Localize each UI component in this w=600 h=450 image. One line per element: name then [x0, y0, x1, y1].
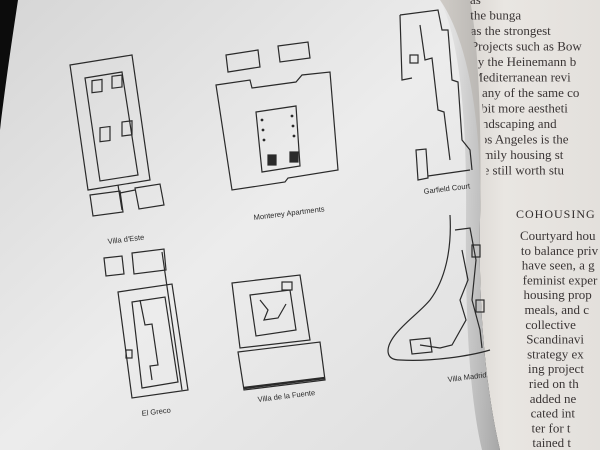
left-page	[0, 0, 500, 450]
plan-villa-madrid	[387, 214, 491, 361]
bottom-lines-line: cated int	[531, 406, 576, 421]
plan-el-greco	[103, 248, 189, 399]
bottom-lines-line: meals, and c	[524, 302, 589, 317]
top-lines-line: as the strongest	[471, 23, 552, 38]
bottom-lines-line: collective	[525, 317, 576, 332]
top-lines-line: Los Angeles is the	[473, 132, 569, 147]
bottom-lines-line: housing prop	[524, 287, 592, 302]
top-lines-line: landscaping and	[472, 116, 557, 131]
top-lines-line: a bit more aestheti	[472, 101, 568, 116]
top-lines-line: family housing st	[473, 147, 564, 162]
right-page	[440, 0, 600, 450]
plan-monterey-apartments	[215, 41, 339, 191]
top-lines-line: Mediterranean revi	[472, 70, 572, 85]
bottom-lines-line: tained t	[532, 435, 571, 450]
plan-villa-deste	[69, 54, 165, 217]
bottom-lines-line: strategy ex	[527, 346, 584, 361]
bottom-lines-line: added ne	[530, 391, 577, 406]
bottom-lines-line: to balance priv	[521, 243, 599, 258]
bottom-lines-line: ter for t	[532, 420, 571, 435]
bottom-lines-line: ing project	[528, 361, 584, 376]
bottom-lines-line: feminist exper	[523, 272, 598, 287]
bottom-lines-line: Scandinavi	[526, 332, 584, 347]
top-lines-line: Projects such as Bow	[471, 39, 582, 54]
top-lines-line: many of the same co	[472, 85, 580, 100]
top-lines-line: the bunga	[470, 8, 521, 23]
label-el-greco: El Greco	[141, 405, 171, 417]
label-villa-deste: Villa d'Este	[107, 233, 145, 246]
top-lines-line: are still worth stu	[473, 163, 564, 178]
bottom-lines-line: have seen, a g	[522, 258, 595, 273]
bottom-lines-line: Courtyard hou	[520, 228, 596, 243]
section-heading: COHOUSING	[516, 207, 596, 221]
plan-garfield-court	[399, 9, 473, 181]
top-lines-line: by the Heinemann b	[471, 54, 576, 69]
top-lines-line: as	[470, 0, 481, 7]
bottom-lines-line: ried on th	[529, 376, 579, 391]
plan-villa-de-la-fuente	[231, 274, 326, 391]
floor-plans	[69, 9, 491, 399]
